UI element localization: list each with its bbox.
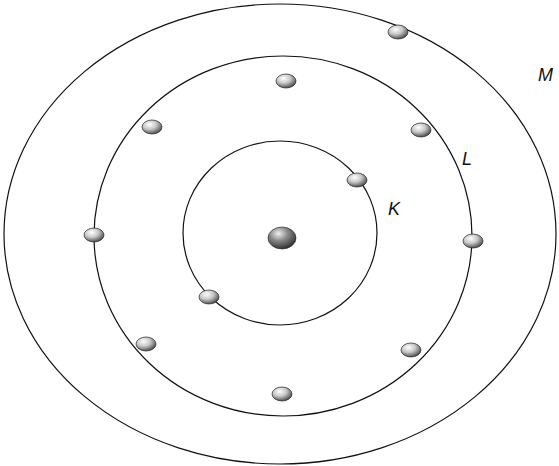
shell-l-orbit <box>94 56 472 416</box>
shell-m-orbit <box>4 4 556 464</box>
shell-label: K <box>388 200 400 218</box>
nucleus <box>268 227 296 249</box>
electron <box>272 387 292 401</box>
shell-k-orbit <box>183 141 377 325</box>
electron <box>142 120 162 134</box>
electron <box>463 234 483 248</box>
electron <box>347 173 367 187</box>
electron <box>401 343 421 357</box>
shell-label: L <box>462 150 472 168</box>
electron <box>276 74 296 88</box>
electron <box>411 123 431 137</box>
electron <box>136 337 156 351</box>
electron <box>84 228 104 242</box>
shell-label: M <box>538 66 553 84</box>
electron <box>388 25 408 39</box>
electron <box>199 290 219 304</box>
